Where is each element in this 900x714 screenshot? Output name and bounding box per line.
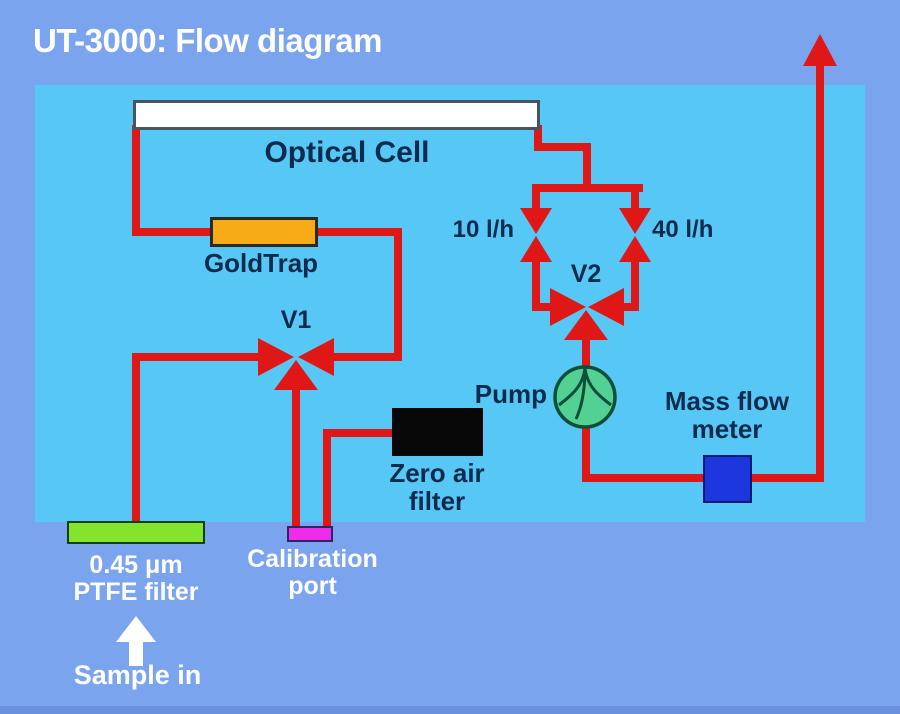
pipe-branch-right-upper <box>631 184 639 210</box>
pump-icon <box>553 365 617 429</box>
flow-rate-right-label: 40 l/h <box>652 216 714 243</box>
ptfe-filter-box <box>67 521 205 544</box>
exhaust-arrow-icon <box>803 34 837 66</box>
mass-flow-meter-label-line2: meter <box>691 413 763 444</box>
valve-v1-bottom-triangle <box>274 360 318 390</box>
valve-v2-label: V2 <box>570 260 602 288</box>
valve-v1-label: V1 <box>280 306 312 334</box>
calibration-port-label-line2: port <box>288 571 337 600</box>
pipe-to-mfm <box>582 474 707 482</box>
restrictor-right-top-triangle <box>619 208 651 234</box>
zero-air-filter-label-line1: Zero air <box>389 458 485 488</box>
pump-label: Pump <box>474 379 547 409</box>
optical-cell-label: Optical Cell <box>264 136 430 169</box>
pipe-pump-down <box>582 426 590 482</box>
zero-air-filter-label-line2: filter <box>408 485 466 516</box>
pipe-opticalcell-left-drop <box>132 125 140 232</box>
pipe-branch-right-lower <box>631 260 639 311</box>
pipe-v1-right-arm <box>334 353 402 361</box>
flow-rate-left-label: 10 l/h <box>452 216 514 243</box>
restrictor-right-bottom-triangle <box>619 236 651 262</box>
sample-in-label: Sample in <box>73 660 202 690</box>
restrictor-left-top-triangle <box>520 208 552 234</box>
pipe-split-bar <box>532 184 643 192</box>
sample-in-arrow-icon <box>116 616 156 642</box>
restrictor-left-bottom-triangle <box>520 236 552 262</box>
pipe-into-v2-left <box>532 303 554 311</box>
ptfe-filter-label: 0.45 μm PTFE filter <box>58 552 214 605</box>
bottom-edge-strip <box>0 706 900 714</box>
pipe-v2-to-pump <box>582 338 590 368</box>
mass-flow-meter-box <box>703 455 752 503</box>
sample-in-arrow-shaft <box>129 640 143 666</box>
pipe-mfm-to-riser <box>750 474 824 482</box>
pipe-zeroair-drop <box>323 429 331 528</box>
pipe-into-v2-right <box>618 303 639 311</box>
calibration-port-box <box>287 526 333 542</box>
pipe-v1-to-calport <box>292 388 300 528</box>
ptfe-filter-label-line2: PTFE filter <box>73 577 199 606</box>
pipe-to-ptfe-filter <box>132 353 140 523</box>
pipe-zeroair-horizontal <box>323 429 394 437</box>
pump-symbol <box>552 364 618 430</box>
pipe-opticalcell-right-drop <box>534 125 542 151</box>
pipe-goldtrap-to-v1-drop <box>394 228 402 361</box>
pipe-step-horizontal <box>534 143 591 151</box>
goldtrap-box <box>210 217 318 247</box>
ptfe-filter-label-line1: 0.45 μm <box>89 551 183 579</box>
zero-air-filter-label: Zero air filter <box>377 458 497 516</box>
pipe-exhaust-riser <box>816 62 824 482</box>
optical-cell-box <box>133 100 540 130</box>
pipe-step-drop <box>583 143 591 192</box>
calibration-port-label: Calibration port <box>240 546 385 599</box>
valve-v2-bottom-triangle <box>564 310 608 340</box>
page-title: UT-3000: Flow diagram <box>33 22 382 59</box>
mass-flow-meter-label-line1: Mass flow <box>664 386 790 416</box>
zero-air-filter-box <box>392 408 483 456</box>
pipe-v1-left-arm <box>132 353 258 361</box>
calibration-port-label-line1: Calibration <box>247 545 378 573</box>
pipe-branch-left-upper <box>532 184 540 210</box>
mass-flow-meter-label: Mass flow meter <box>652 386 802 444</box>
goldtrap-label: GoldTrap <box>203 248 319 278</box>
pipe-branch-left-lower <box>532 260 540 311</box>
